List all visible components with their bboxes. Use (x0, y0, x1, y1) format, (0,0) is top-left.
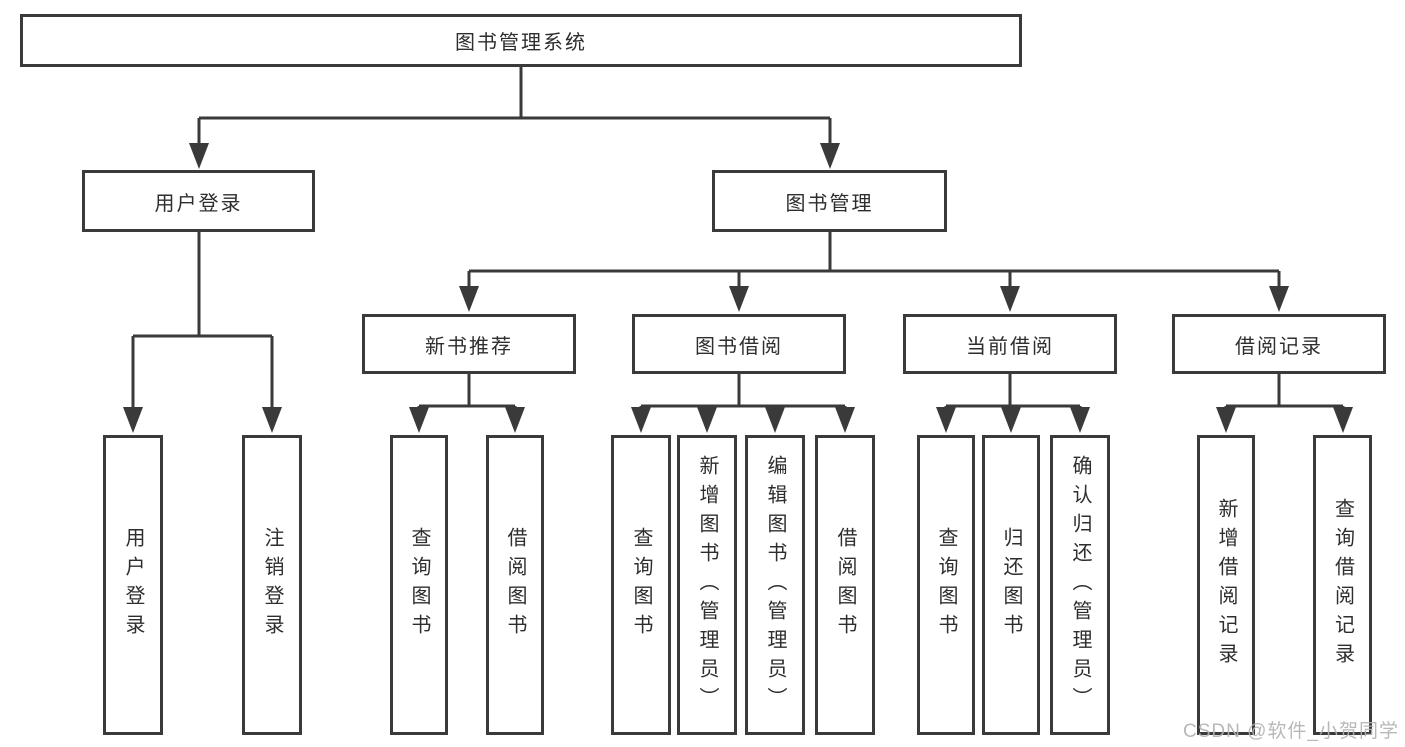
arrowhead-icons (123, 143, 1353, 433)
node-current-borrow: 当前借阅 (903, 314, 1117, 374)
connector-paths (131, 67, 1345, 414)
node-leaf-user-login: 用户登录 (103, 435, 163, 735)
arrowhead-icon (765, 407, 785, 433)
arrowhead-icon (631, 407, 651, 433)
node-user-login: 用户登录 (82, 170, 315, 232)
arrowhead-icon (459, 286, 479, 312)
node-book-management: 图书管理 (712, 170, 947, 232)
arrowhead-icon (262, 407, 282, 433)
node-leaf-borrow-books: 借阅图书 (815, 435, 875, 735)
arrowhead-icon (1269, 286, 1289, 312)
node-leaf-return-books-label: 归还图书 (1000, 527, 1022, 643)
node-leaf-current-query-books: 查询图书 (917, 435, 975, 735)
arrowhead-icon (1000, 286, 1020, 312)
arrowhead-icon (1216, 407, 1236, 433)
arrowhead-icon (189, 143, 209, 169)
node-book-borrow: 图书借阅 (632, 314, 846, 374)
node-leaf-query-borrow-record: 查询借阅记录 (1313, 435, 1372, 735)
node-leaf-add-books-admin-label: 新增图书（管理员） (696, 454, 718, 716)
node-leaf-add-borrow-record-label: 新增借阅记录 (1215, 498, 1237, 672)
node-borrow-records: 借阅记录 (1172, 314, 1386, 374)
connector-recommend-split (417, 374, 517, 414)
arrowhead-icon (936, 407, 956, 433)
node-book-management-label: 图书管理 (785, 192, 874, 215)
node-leaf-add-books-admin: 新增图书（管理员） (677, 435, 737, 735)
node-leaf-add-borrow-record: 新增借阅记录 (1197, 435, 1255, 735)
node-leaf-confirm-return-admin: 确认归还（管理员） (1050, 435, 1110, 735)
node-borrow-records-label: 借阅记录 (1235, 335, 1323, 358)
arrowhead-icon (835, 407, 855, 433)
node-root: 图书管理系统 (20, 14, 1022, 67)
watermark: CSDN @软件_小贺同学 (1183, 721, 1399, 742)
node-leaf-borrow-query-books-label: 查询图书 (630, 527, 652, 643)
node-leaf-user-login-label: 用户登录 (122, 527, 144, 643)
node-leaf-edit-books-admin: 编辑图书（管理员） (745, 435, 805, 735)
connector-records-split (1224, 374, 1345, 414)
node-leaf-edit-books-admin-label: 编辑图书（管理员） (764, 454, 786, 716)
node-leaf-return-books: 归还图书 (982, 435, 1040, 735)
node-leaf-recommend-borrow-books-label: 借阅图书 (504, 527, 526, 643)
node-root-label: 图书管理系统 (455, 32, 587, 54)
connector-root-split (197, 67, 832, 148)
arrowhead-icon (697, 407, 717, 433)
node-leaf-borrow-query-books: 查询图书 (611, 435, 671, 735)
arrowhead-icon (1070, 407, 1090, 433)
node-leaf-recommend-query-books-label: 查询图书 (408, 527, 430, 643)
node-new-book-recommend-label: 新书推荐 (425, 335, 513, 358)
arrowhead-icon (820, 143, 840, 169)
node-user-login-label: 用户登录 (154, 192, 243, 215)
arrowhead-icon (1333, 407, 1353, 433)
node-leaf-logout: 注销登录 (242, 435, 302, 735)
node-current-borrow-label: 当前借阅 (966, 335, 1054, 358)
node-leaf-borrow-books-label: 借阅图书 (834, 527, 856, 643)
arrowhead-icon (123, 407, 143, 433)
arrowhead-icon (409, 407, 429, 433)
node-book-borrow-label: 图书借阅 (695, 335, 783, 358)
arrowhead-icon (729, 286, 749, 312)
node-leaf-confirm-return-admin-label: 确认归还（管理员） (1069, 454, 1091, 716)
node-leaf-recommend-borrow-books: 借阅图书 (486, 435, 544, 735)
node-leaf-recommend-query-books: 查询图书 (390, 435, 448, 735)
connector-borrow-split (639, 374, 847, 414)
node-leaf-query-borrow-record-label: 查询借阅记录 (1331, 498, 1354, 672)
node-leaf-current-query-books-label: 查询图书 (935, 527, 957, 643)
connector-management-split (467, 232, 1281, 290)
node-new-book-recommend: 新书推荐 (362, 314, 576, 374)
node-leaf-logout-label: 注销登录 (261, 527, 283, 643)
arrowhead-icon (1001, 407, 1021, 433)
arrowhead-icon (505, 407, 525, 433)
connector-login-split (131, 232, 274, 410)
